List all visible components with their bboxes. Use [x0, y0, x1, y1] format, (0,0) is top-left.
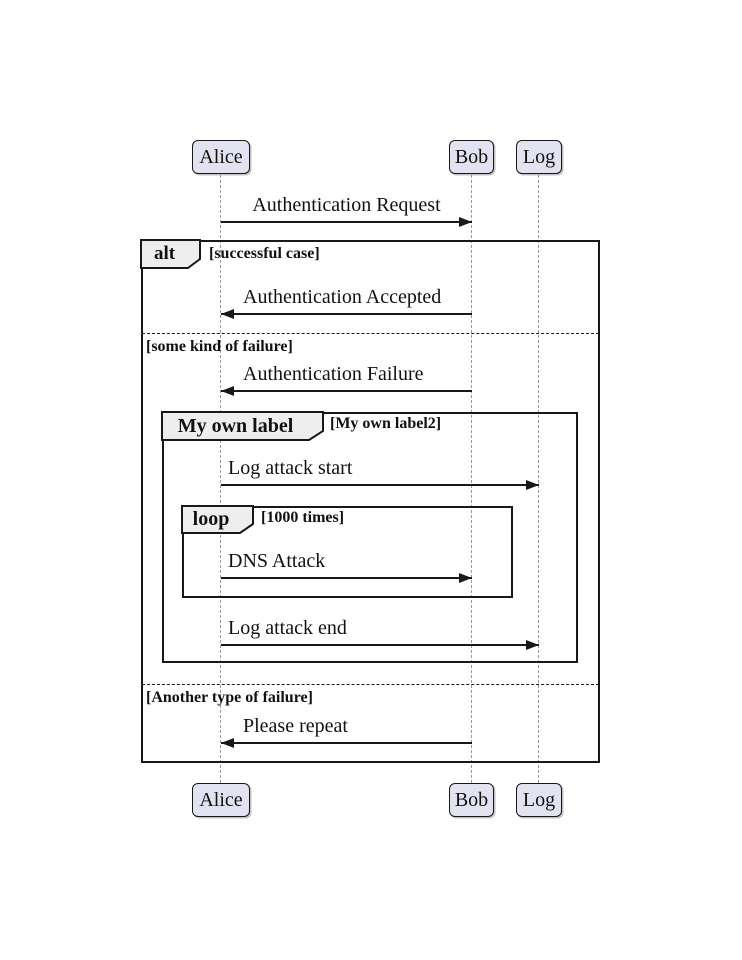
arrowhead-left-icon: [221, 309, 234, 319]
arrowhead-left-icon: [221, 738, 234, 748]
alt-divider-2: [142, 684, 599, 685]
message-label: Authentication Accepted: [243, 286, 442, 308]
alt-operator-pentagon: [140, 239, 201, 269]
message-arrow-line: [221, 313, 472, 315]
arrowhead-right-icon: [526, 640, 539, 650]
message-label: Please repeat: [243, 715, 348, 737]
message-arrow-line: [221, 484, 539, 486]
arrowhead-right-icon: [459, 217, 472, 227]
participant-log-bottom: Log: [516, 783, 562, 817]
message-label: DNS Attack: [228, 550, 326, 572]
participant-alice-top: Alice: [192, 140, 250, 174]
message-label: Authentication Failure: [243, 363, 424, 385]
message-label: Log attack end: [228, 617, 347, 639]
arrowhead-right-icon: [459, 573, 472, 583]
participant-bob-bottom: Bob: [449, 783, 494, 817]
participant-alice-bottom: Alice: [192, 783, 250, 817]
lifeline-log: [538, 175, 539, 783]
alt-operator-label: alt: [153, 243, 176, 264]
alt-divider-1: [142, 333, 599, 334]
loop-operator-label: loop: [192, 508, 230, 530]
message-arrow-line: [221, 644, 539, 646]
message-arrow-line: [221, 742, 472, 744]
message-label: Log attack start: [228, 457, 353, 479]
message-label: Authentication Request: [252, 194, 441, 216]
lifeline-bob: [471, 175, 472, 783]
loop-guard-label: [1000 times]: [261, 509, 345, 526]
participant-bob-top: Bob: [449, 140, 494, 174]
arrowhead-right-icon: [526, 480, 539, 490]
message-arrow-line: [221, 577, 472, 579]
loop-operator-pentagon: [181, 505, 254, 534]
alt-frame: [141, 240, 600, 763]
alt-else1-guard-label: [some kind of failure]: [146, 338, 293, 355]
loop-frame: [182, 506, 513, 598]
message-arrow-line: [221, 221, 472, 223]
participant-log-top: Log: [516, 140, 562, 174]
custom-operator-pentagon: [161, 411, 324, 441]
custom-guard-label: [My own label2]: [330, 415, 442, 432]
arrowhead-left-icon: [221, 386, 234, 396]
alt-else2-guard-label: [Another type of failure]: [146, 689, 313, 706]
lifeline-alice: [220, 175, 221, 783]
custom-label-frame: [162, 412, 578, 663]
alt-guard-label: [successful case]: [209, 245, 320, 262]
custom-operator-label: My own label: [177, 414, 294, 437]
message-arrow-line: [221, 390, 472, 392]
